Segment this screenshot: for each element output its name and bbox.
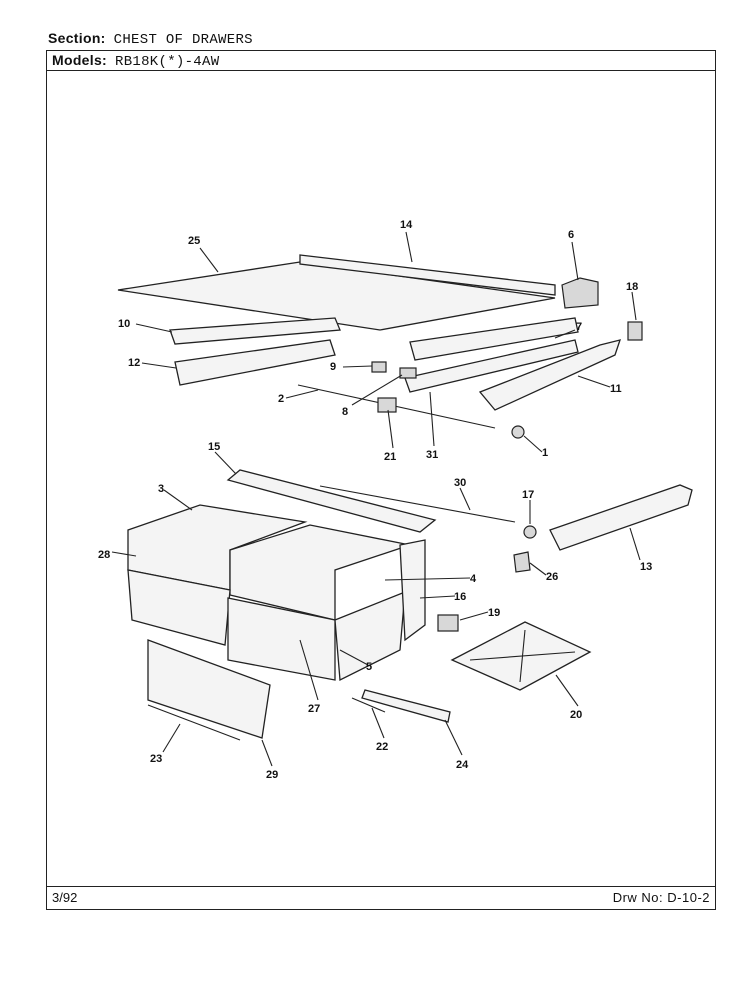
callout-13: 13 bbox=[640, 561, 652, 573]
callout-27: 27 bbox=[308, 703, 320, 715]
callout-16: 16 bbox=[454, 591, 466, 603]
trim-23 bbox=[147, 704, 241, 741]
bin-27 bbox=[227, 597, 336, 681]
models-divider bbox=[46, 70, 716, 71]
callout-19: 19 bbox=[488, 607, 500, 619]
callout-31: 31 bbox=[426, 449, 438, 461]
leader-lines bbox=[111, 231, 641, 767]
bin-28 bbox=[127, 569, 231, 646]
rail-right-upper bbox=[409, 317, 579, 361]
front-panel bbox=[147, 639, 271, 739]
section-value: CHEST OF DRAWERS bbox=[113, 32, 253, 48]
callout-25: 25 bbox=[188, 235, 200, 247]
side-rail-11 bbox=[478, 339, 621, 411]
clip-19 bbox=[437, 614, 459, 632]
drawing-frame bbox=[46, 50, 716, 910]
clip-8 bbox=[399, 367, 417, 379]
callout-23: 23 bbox=[150, 753, 162, 765]
callout-10: 10 bbox=[118, 318, 130, 330]
frame-16 bbox=[399, 539, 426, 642]
models-label: Models: bbox=[52, 52, 107, 68]
callout-18: 18 bbox=[626, 281, 638, 293]
slide-22 bbox=[351, 697, 386, 713]
rod-30 bbox=[319, 485, 516, 523]
callout-30: 30 bbox=[454, 477, 466, 489]
callout-22: 22 bbox=[376, 741, 388, 753]
bushing-1 bbox=[511, 425, 525, 439]
section-header: Section: CHEST OF DRAWERS bbox=[48, 30, 253, 48]
clip-9 bbox=[371, 361, 387, 373]
tray-brace-b bbox=[519, 629, 526, 683]
callout-1: 1 bbox=[542, 447, 548, 459]
clip-18 bbox=[627, 321, 643, 341]
callout-24: 24 bbox=[456, 759, 469, 771]
callout-2: 2 bbox=[278, 393, 284, 405]
bin-5 bbox=[334, 591, 406, 682]
rail-right-mid bbox=[404, 339, 579, 393]
callout-8: 8 bbox=[342, 406, 348, 418]
bracket-21 bbox=[377, 397, 397, 413]
drawing-number: Drw No: D-10-2 bbox=[612, 890, 710, 905]
section-label: Section: bbox=[48, 30, 106, 46]
callout-28: 28 bbox=[98, 549, 110, 561]
models-header: Models: RB18K(*)-4AW bbox=[52, 52, 219, 70]
cam-26 bbox=[513, 551, 531, 573]
callout-6: 6 bbox=[568, 229, 574, 241]
callout-11: 11 bbox=[610, 383, 622, 395]
callout-5: 5 bbox=[366, 661, 372, 673]
callout-15: 15 bbox=[208, 441, 220, 453]
callout-26: 26 bbox=[546, 571, 558, 583]
bracket-6 bbox=[561, 277, 599, 309]
side-rail-13 bbox=[549, 484, 693, 551]
rail-left-lower bbox=[174, 339, 336, 386]
callout-4: 4 bbox=[470, 573, 477, 585]
callout-12: 12 bbox=[128, 357, 140, 369]
callout-17: 17 bbox=[522, 489, 534, 501]
callout-7: 7 bbox=[576, 321, 582, 333]
callout-21: 21 bbox=[384, 451, 396, 463]
bushing-17 bbox=[523, 525, 537, 539]
shelf-trim bbox=[299, 254, 556, 296]
callout-20: 20 bbox=[570, 709, 582, 721]
models-value: RB18K(*)-4AW bbox=[115, 54, 220, 70]
callout-9: 9 bbox=[330, 361, 336, 373]
footer-date: 3/92 bbox=[52, 890, 78, 905]
callout-3: 3 bbox=[158, 483, 164, 495]
rail-left-upper bbox=[169, 317, 341, 345]
shelf-panel bbox=[117, 261, 556, 331]
callout-14: 14 bbox=[400, 219, 413, 231]
footer-divider bbox=[46, 886, 716, 887]
slide-24 bbox=[361, 689, 451, 723]
callout-29: 29 bbox=[266, 769, 278, 781]
